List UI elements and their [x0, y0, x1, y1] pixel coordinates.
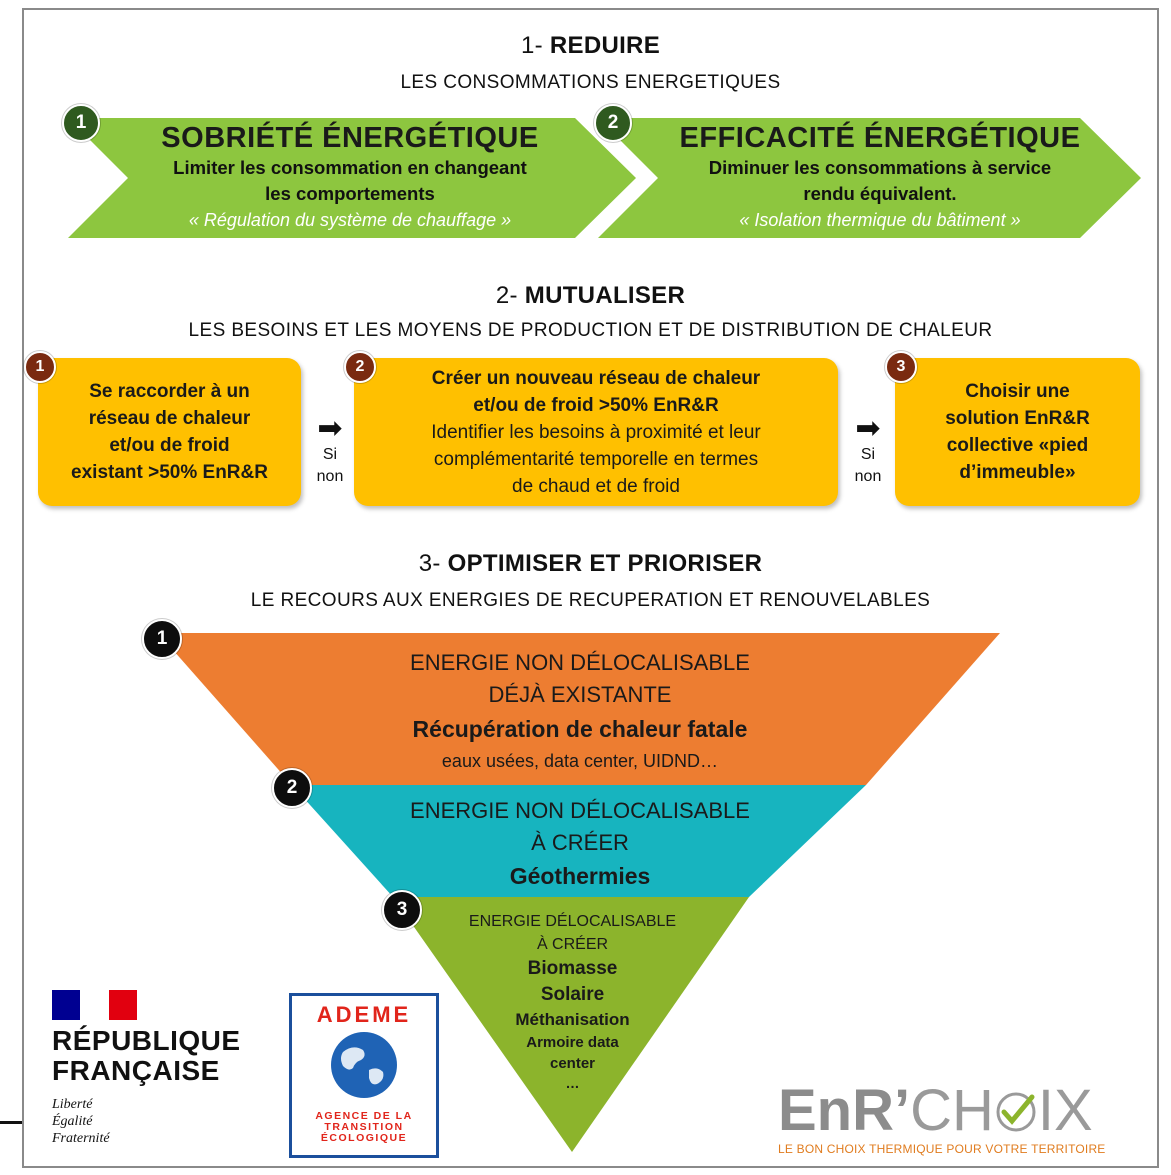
tier2-text: ENERGIE NON DÉLOCALISABLE À CRÉER Géothe… [330, 795, 830, 893]
enr-tagline: LE BON CHOIX THERMIQUE POUR VOTRE TERRIT… [778, 1142, 1106, 1156]
badge-tier3: 3 [382, 890, 422, 930]
sobriete-title: SOBRIÉTÉ ÉNERGÉTIQUE [161, 122, 539, 154]
tier3-ellipsis: … [565, 1075, 580, 1091]
box2-line1: Créer un nouveau réseau de chaleur [431, 367, 761, 389]
tier3-methanisation: Méthanisation [515, 1010, 630, 1029]
efficacite-example: « Isolation thermique du bâtiment » [739, 210, 1021, 230]
section1-number: 1- [520, 32, 543, 59]
ademe-sub3: ÉCOLOGIQUE [320, 1132, 408, 1144]
section2-number: 2- [495, 282, 518, 309]
enr-word-thin: CH [910, 1078, 994, 1143]
badge-tier1: 1 [142, 619, 182, 659]
tier2-line1: ENERGIE NON DÉLOCALISABLE [410, 798, 750, 823]
box2-line4: complémentarité temporelle en termes [433, 448, 759, 470]
rf-motto1: Liberté [52, 1097, 93, 1112]
badge-sobriete: 1 [62, 104, 100, 142]
badge-raccorder: 1 [24, 351, 56, 383]
ademe-sub1: AGENCE DE LA [315, 1110, 413, 1122]
section2-subtitle: LES BESOINS ET LES MOYENS DE PRODUCTION … [188, 320, 993, 341]
sobriete-line1: Limiter les consommation en changeant [173, 157, 527, 178]
section2-title: MUTUALISER [524, 282, 686, 309]
si-label: Si [860, 446, 876, 463]
tier2-shape [292, 785, 866, 897]
badge-tier2: 2 [272, 768, 312, 808]
box1-line3: et/ou de froid [109, 435, 230, 456]
box2-line5: de chaud et de froid [512, 475, 680, 497]
section3-title: OPTIMISER ET PRIORISER [447, 550, 763, 577]
enr-word-end: IX [1037, 1078, 1093, 1143]
tier3-center: center [549, 1055, 596, 1072]
chevron-sobriete-text: SOBRIÉTÉ ÉNERGÉTIQUE Limiter les consomm… [110, 122, 590, 233]
box-pied-immeuble: Choisir une solution EnR&R collective «p… [895, 358, 1140, 506]
tier1-bold: Récupération de chaleur fatale [412, 716, 748, 742]
tier1-shape [158, 633, 1000, 785]
tier3-line1: ENERGIE DÉLOCALISABLE [468, 913, 677, 930]
rf-motto3: Fraternité [52, 1131, 110, 1146]
globe-icon [331, 1032, 397, 1098]
rf-motto2: Égalité [52, 1114, 93, 1129]
box3-line1: Choisir une [965, 381, 1070, 402]
tier1-text: ENERGIE NON DÉLOCALISABLE DÉJÀ EXISTANTE… [300, 647, 860, 775]
tier3-biomasse: Biomasse [527, 958, 618, 979]
sobriete-line2: les comportements [265, 183, 435, 204]
tier3-solaire: Solaire [540, 984, 605, 1005]
box3-line2: solution EnR&R [945, 408, 1090, 429]
republique-francaise-logo: RÉPUBLIQUE FRANÇAISE Liberté Égalité Fra… [52, 990, 272, 1147]
chevron-sobriete [68, 118, 636, 238]
box-raccorder: Se raccorder à un réseau de chaleur et/o… [38, 358, 301, 506]
tier1-line1: ENERGIE NON DÉLOCALISABLE [410, 650, 750, 675]
badge-efficacite: 2 [594, 104, 632, 142]
tier1-detail: eaux usées, data center, UIDND… [441, 751, 719, 771]
ademe-sub2: TRANSITION [324, 1121, 404, 1133]
box2-line2: et/ou de froid >50% EnR&R [473, 394, 719, 416]
tier3-text: ENERGIE DÉLOCALISABLE À CRÉER Biomasse S… [430, 910, 715, 1092]
efficacite-line1: Diminuer les consommations à service [708, 157, 1052, 178]
tier2-line2: À CRÉER [531, 830, 629, 855]
tier3-line2: À CRÉER [536, 936, 609, 953]
section3-number: 3- [418, 550, 441, 577]
non-label: non [316, 468, 344, 485]
tier3-armoire: Armoire data [526, 1034, 619, 1051]
non-label: non [854, 468, 882, 485]
efficacite-title: EFFICACITÉ ÉNERGÉTIQUE [679, 122, 1081, 154]
section1-heading: 1- REDUIRE [22, 32, 1159, 60]
section2-heading: 2- MUTUALISER [22, 282, 1159, 310]
tier1-line2: DÉJÀ EXISTANTE [488, 682, 672, 707]
right-arrow-icon: ➡ [317, 412, 343, 445]
box1-line4: existant >50% EnR&R [71, 462, 268, 483]
si-non-connector-2: ➡ Si non [846, 414, 890, 488]
box3-line3: collective «pied [946, 435, 1089, 456]
rf-line1: RÉPUBLIQUE [52, 1025, 241, 1056]
chevron-efficacite [598, 118, 1141, 238]
chevron-efficacite-text: EFFICACITÉ ÉNERGÉTIQUE Diminuer les cons… [640, 122, 1120, 233]
sobriete-example: « Régulation du système de chauffage » [188, 210, 512, 230]
si-label: Si [322, 446, 338, 463]
box-nouveau-reseau: Créer un nouveau réseau de chaleur et/ou… [354, 358, 838, 506]
tier3-shape [393, 897, 749, 1152]
badge-pied-immeuble: 3 [885, 351, 917, 383]
box2-line3: Identifier les besoins à proximité et le… [431, 421, 761, 443]
efficacite-line2: rendu équivalent. [803, 183, 957, 204]
checkmark-o-icon [996, 1092, 1036, 1132]
si-non-connector-1: ➡ Si non [308, 414, 352, 488]
section1-subtitle: LES CONSOMMATIONS ENERGETIQUES [400, 72, 781, 93]
section3-subtitle: LE RECOURS AUX ENERGIES DE RECUPERATION … [250, 590, 931, 611]
enr-word-bold: EnR’ [778, 1078, 911, 1143]
rf-line2: FRANÇAISE [52, 1055, 220, 1086]
marianne-flag-icon [52, 990, 137, 1020]
ademe-logo: ADEME AGENCE DE LA TRANSITION ÉCOLOGIQUE [289, 993, 439, 1158]
section1-title: REDUIRE [549, 32, 661, 59]
section3-heading: 3- OPTIMISER ET PRIORISER [22, 550, 1159, 578]
box1-line1: Se raccorder à un [89, 381, 250, 402]
right-arrow-icon: ➡ [855, 412, 881, 445]
badge-nouveau-reseau: 2 [344, 351, 376, 383]
tier2-bold: Géothermies [509, 863, 651, 889]
ademe-name: ADEME [316, 1002, 412, 1027]
box1-line2: réseau de chaleur [88, 408, 251, 429]
box3-line4: d’immeuble» [959, 462, 1076, 483]
left-edge-line [0, 1121, 22, 1124]
